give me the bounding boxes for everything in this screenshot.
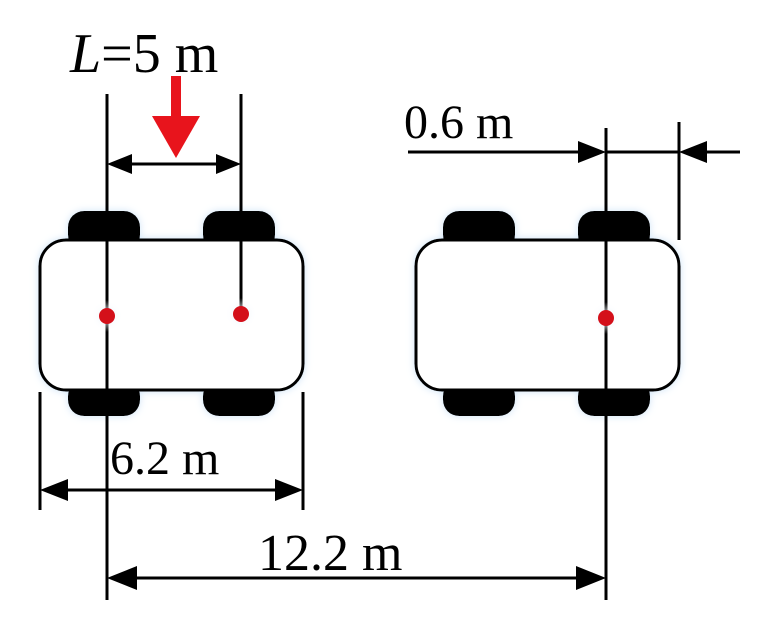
dim-vehicle-length — [40, 479, 303, 501]
left-axle-dot — [99, 308, 115, 324]
second-axle-dot — [233, 306, 249, 322]
dim-axle-spacing — [107, 566, 606, 590]
left-vehicle — [38, 211, 305, 416]
load-label: L=5 m — [69, 23, 218, 85]
right-vehicle — [414, 211, 681, 416]
left-vehicle-body — [38, 238, 305, 392]
vehicle-length-label: 6.2 m — [110, 432, 219, 485]
load-arrow — [152, 76, 200, 158]
offset-label: 0.6 m — [404, 96, 513, 149]
axle-spacing-label: 12.2 m — [258, 525, 402, 582]
dim-L — [107, 154, 241, 174]
dim-offset — [408, 141, 740, 163]
right-vehicle-body — [414, 238, 681, 392]
center-dots — [91, 298, 622, 334]
reference-lines — [38, 94, 681, 600]
load-symbol: L — [69, 23, 101, 85]
right-axle-dot — [598, 310, 614, 326]
load-value: =5 m — [101, 23, 218, 85]
